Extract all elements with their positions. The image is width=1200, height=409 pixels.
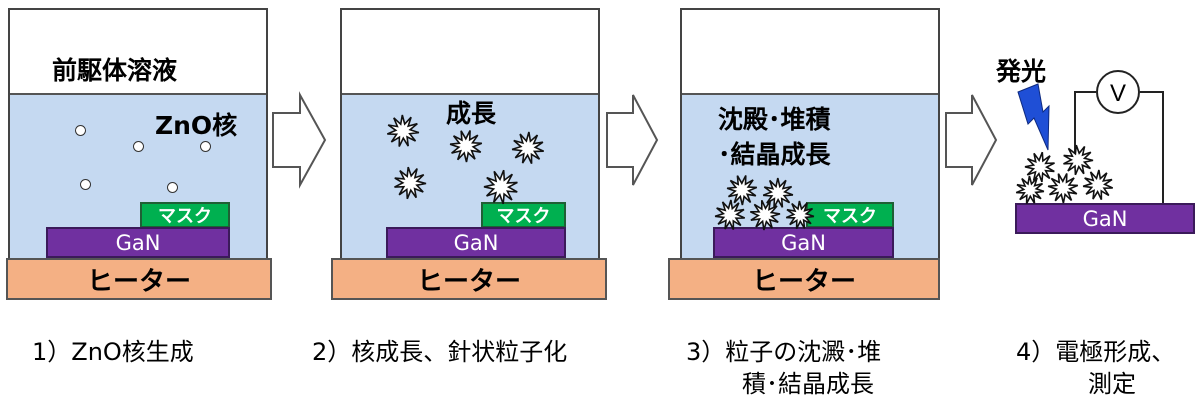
circuit-wire (1140, 91, 1164, 203)
zno-nucleus (200, 141, 211, 152)
needle-particle (386, 114, 420, 147)
needle-particle (1047, 173, 1079, 204)
gan-substrate: GaN (386, 227, 566, 258)
circuit-wire (1074, 91, 1096, 157)
gan-substrate: GaN (1015, 203, 1195, 234)
deposition-label-line2: ･結晶成長 (718, 140, 831, 169)
heater: ヒーター (331, 258, 607, 300)
heater: ヒーター (668, 258, 940, 300)
needle-particle (1063, 144, 1094, 176)
beaker-1 (8, 8, 268, 258)
zno-nuclei-label: ZnO核 (155, 111, 238, 140)
process-arrow-3 (945, 94, 998, 186)
step-caption-4-line1: 4）電極形成、 (1016, 338, 1176, 366)
gan-substrate: GaN (713, 227, 894, 258)
heater: ヒーター (6, 258, 272, 300)
needle-particle (483, 169, 518, 205)
zno-nucleus (75, 125, 86, 136)
deposition-label-line1: 沈殿･堆積 (718, 105, 831, 134)
needle-particle (726, 175, 758, 206)
zno-nucleus (133, 141, 144, 152)
needle-particle (449, 130, 483, 163)
step-caption-4-line2: 測定 (1088, 370, 1136, 398)
lightning-icon (1017, 83, 1050, 151)
voltmeter-label: V (1110, 80, 1126, 107)
needle-particle (762, 177, 794, 208)
zno-nucleus (80, 179, 91, 190)
step-caption-3-line1: 3）粒子の沈澱･堆 (686, 338, 882, 366)
needle-particle (1015, 175, 1045, 204)
step-caption-2: 2）核成長、針状粒子化 (312, 338, 568, 366)
needle-particle (785, 200, 815, 229)
step-caption-1: 1）ZnO核生成 (32, 338, 194, 366)
mask-layer: マスク (806, 202, 894, 228)
needle-particle (1082, 169, 1114, 200)
mask-layer: マスク (140, 202, 230, 228)
precursor-solution-label: 前駆体溶液 (52, 56, 178, 85)
voltmeter-icon (1096, 70, 1140, 114)
step-caption-3-line2: 積･結晶成長 (742, 370, 874, 398)
needle-particle (1024, 151, 1055, 183)
process-arrow-1 (272, 91, 327, 189)
needle-particle (394, 166, 427, 200)
emission-label: 発光 (996, 57, 1047, 86)
needle-particle (714, 199, 746, 230)
process-arrow-2 (606, 94, 659, 186)
needle-particle (749, 199, 781, 231)
gan-substrate: GaN (46, 227, 230, 258)
needle-particle (511, 131, 545, 164)
growth-label: 成長 (446, 99, 497, 128)
zno-nucleus (167, 182, 178, 193)
